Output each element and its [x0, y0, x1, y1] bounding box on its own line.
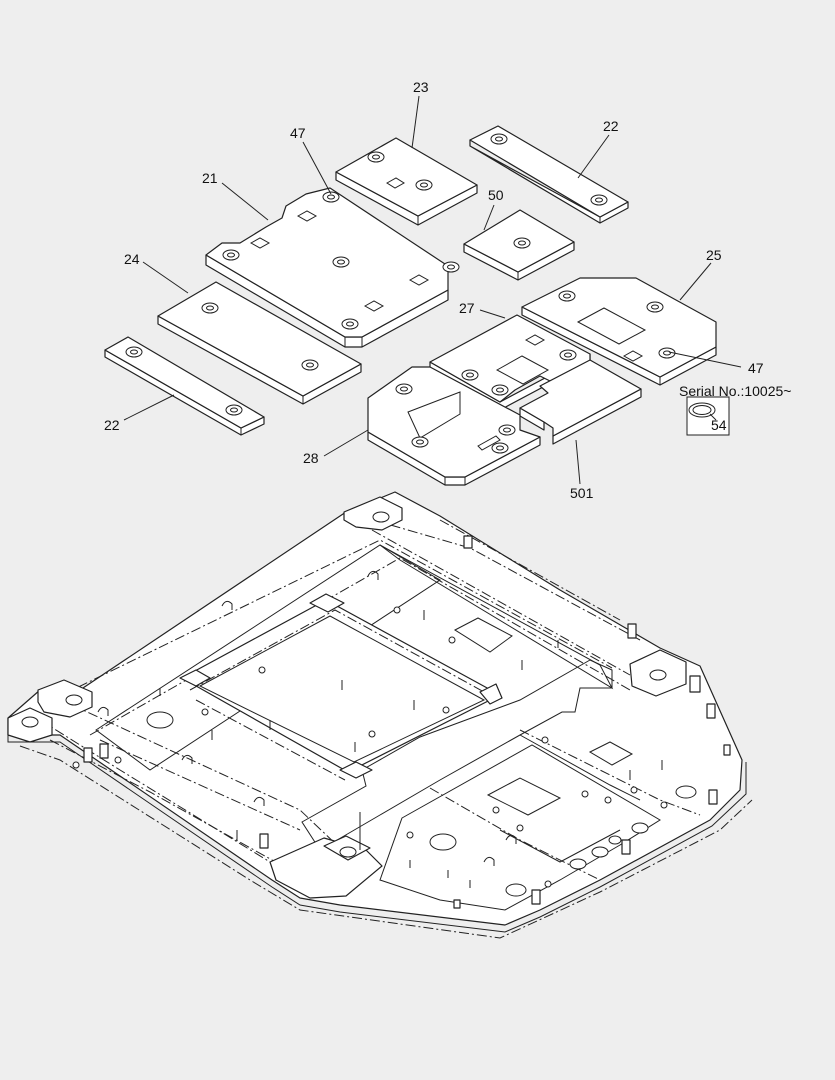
frame-assembly: [7, 491, 753, 939]
callout-25: 25: [706, 247, 722, 263]
callout-501: 501: [570, 485, 594, 501]
callout-47-right: 47: [748, 360, 764, 376]
callout-22-bottom: 22: [104, 417, 120, 433]
part-50-plate: [463, 209, 575, 281]
callout-54: 54: [711, 417, 727, 433]
leader-lines: [123, 95, 742, 485]
part-23-plate: [335, 137, 478, 226]
callout-24: 24: [124, 251, 140, 267]
part-501-plate: [519, 359, 642, 445]
callout-22-top: 22: [603, 118, 619, 134]
part-28-plate: [367, 366, 541, 486]
callout-21: 21: [202, 170, 218, 186]
callout-23: 23: [413, 79, 429, 95]
part-21-plate: [205, 187, 460, 348]
callout-47-top: 47: [290, 125, 306, 141]
part-22-bar-bottom: [104, 336, 265, 436]
part-24-plate: [157, 281, 362, 405]
part-54-detail-box: [686, 396, 730, 436]
callout-28: 28: [303, 450, 319, 466]
serial-note: Serial No.:10025~: [679, 383, 791, 399]
callout-27: 27: [459, 300, 475, 316]
part-22-bar-top: [469, 125, 629, 224]
callout-50: 50: [488, 187, 504, 203]
